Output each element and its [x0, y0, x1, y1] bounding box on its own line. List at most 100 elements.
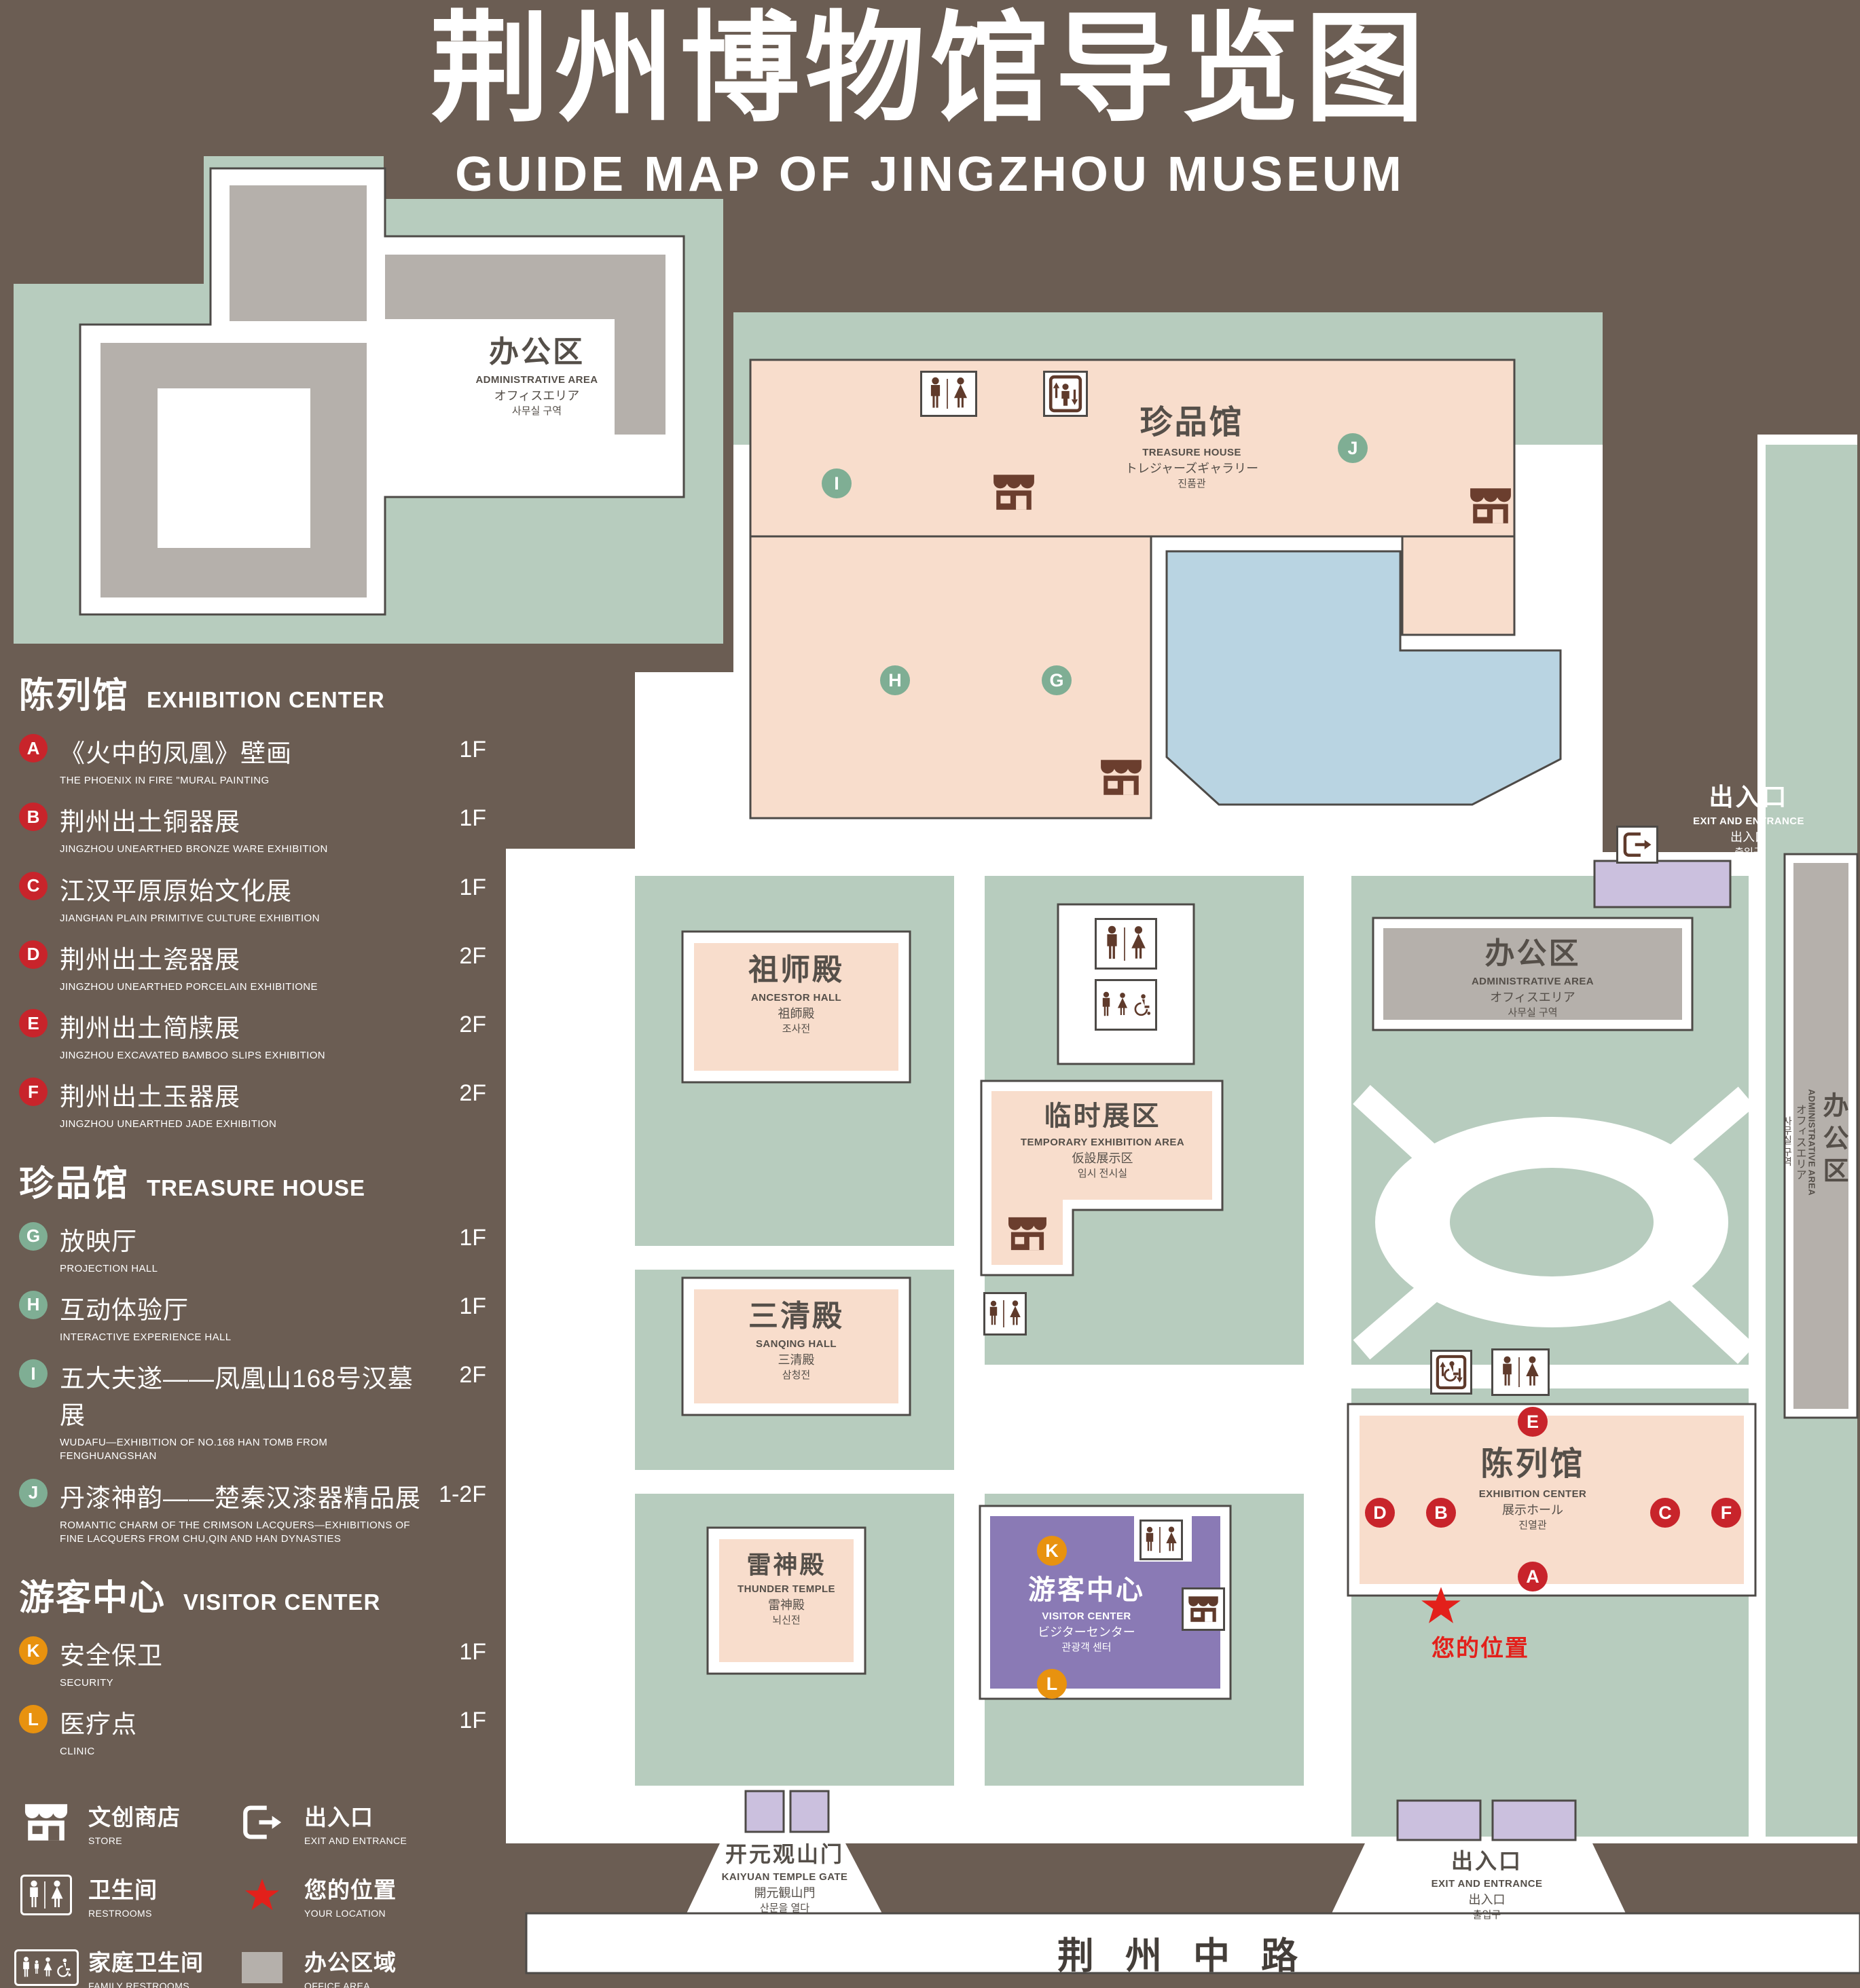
restroom-icon — [1491, 1348, 1550, 1396]
treasure-house-building — [749, 358, 1516, 820]
admin-top-label: 办公区 ADMINISTRATIVE AREA オフィスエリア 사무실 구역 — [475, 335, 598, 417]
temporary-hall — [991, 1091, 1212, 1265]
marker-d: D — [1365, 1498, 1395, 1528]
accessible-elevator-icon — [1430, 1350, 1472, 1395]
page-subtitle: GUIDE MAP OF JINGZHOU MUSEUM — [455, 147, 1405, 202]
marker-badge: A — [19, 734, 48, 762]
treasure-label: 珍品馆 TREASURE HOUSE トレジャーズギャラリー 진품관 — [1125, 405, 1259, 490]
marker-badge: F — [19, 1078, 48, 1107]
marker-b: B — [1426, 1498, 1456, 1528]
thunder-label: 雷神殿 THUNDER TEMPLE 雷神殿 뇌신전 — [737, 1551, 835, 1627]
exhibition-label: 陈列馆 EXHIBITION CENTER 展示ホール 진열관 — [1478, 1446, 1587, 1531]
your-location-star-icon — [1421, 1586, 1461, 1629]
exit-icon — [1616, 826, 1658, 864]
admin-mid-building — [1383, 928, 1682, 1020]
legend-item-l: L 医疗点 CLINIC 1F — [19, 1704, 503, 1759]
floor-badge: 1F — [459, 805, 486, 832]
marker-h: H — [880, 665, 910, 695]
floor-badge: 1F — [459, 1708, 486, 1734]
your-location-star-icon — [235, 1878, 289, 1912]
marker-badge: B — [19, 803, 48, 832]
restroom-icon — [983, 1292, 1027, 1336]
marker-l: L — [1037, 1669, 1067, 1699]
temporary-label: 临时展区 TEMPORARY EXHIBITION AREA 仮設展示区 임시 … — [1020, 1101, 1185, 1180]
legend-item-i: I 五大夫遂——凤凰山168号汉墓展 WUDAFU—EXHIBITION OF … — [19, 1358, 503, 1464]
family-restroom-icon — [14, 1949, 79, 1986]
store-icon — [19, 1802, 73, 1843]
restroom-icon — [1139, 1520, 1183, 1560]
legend-item-b: B 荆州出土铜器展 JINGZHOU UNEARTHED BRONZE WARE… — [19, 801, 503, 856]
pond — [1165, 550, 1562, 806]
admin-mid-label: 办公区 ADMINISTRATIVE AREA オフィスエリア 사무실 구역 — [1471, 937, 1594, 1018]
marker-badge: C — [19, 871, 48, 900]
admin-side-label: 办公区 ADMINISTRATIVE AREA オフィスエリア 사무실 구역 — [1782, 1088, 1847, 1196]
ancestor-label: 祖师殿 ANCESTOR HALL 祖師殿 조사전 — [748, 953, 844, 1035]
admin-side-building — [1793, 863, 1848, 1409]
marker-j: J — [1338, 433, 1368, 463]
store-icon — [1468, 486, 1513, 529]
marker-c: C — [1650, 1498, 1680, 1528]
marker-badge: K — [19, 1636, 48, 1665]
legend-section-heading: 陈列馆 EXHIBITION CENTER — [19, 676, 385, 716]
office-area-swatch — [235, 1952, 289, 1983]
legend-section-heading: 珍品馆 TREASURE HOUSE — [19, 1164, 366, 1204]
marker-badge: E — [19, 1009, 48, 1037]
exit-pad-1 — [1396, 1799, 1482, 1841]
restroom-icon — [1095, 918, 1157, 970]
legend-item-d: D 荆州出土瓷器展 JINGZHOU UNEARTHED PORCELAIN E… — [19, 939, 503, 994]
floor-badge: 2F — [459, 1012, 486, 1037]
garden-island — [1450, 1168, 1654, 1276]
legend-item-j: J 丹漆神韵——楚秦汉漆器精品展 ROMANTIC CHARM OF THE C… — [19, 1477, 503, 1547]
marker-e: E — [1518, 1407, 1548, 1437]
legend-section-heading: 游客中心 VISITOR CENTER — [19, 1579, 381, 1618]
floor-badge: 1F — [459, 737, 486, 762]
marker-a: A — [1518, 1562, 1548, 1591]
legend-restroom: 卫生间 RESTROOMS — [19, 1859, 235, 1932]
legend-item-c: C 江汉平原原始文化展 JIANGHAN PLAIN PRIMITIVE CUL… — [19, 870, 503, 925]
store-icon — [1099, 758, 1144, 800]
marker-g: G — [1042, 665, 1072, 695]
marker-badge: D — [19, 940, 48, 969]
sanqing-hall — [694, 1289, 898, 1403]
floor-badge: 1F — [459, 874, 486, 900]
store-icon — [991, 473, 1036, 515]
legend-item-e: E 荆州出土简牍展 JINGZHOU EXCAVATED BAMBOO SLIP… — [19, 1008, 503, 1063]
legend-your-location: 您的位置 YOUR LOCATION — [235, 1859, 500, 1932]
store-icon — [1006, 1215, 1048, 1255]
exit-pad-2 — [1491, 1799, 1577, 1841]
floor-badge: 1-2F — [439, 1481, 486, 1507]
marker-badge: I — [19, 1359, 48, 1388]
marker-f: F — [1711, 1498, 1741, 1528]
floor-badge: 2F — [459, 1080, 486, 1107]
sanqing-label: 三清殿 SANQING HALL 三清殿 삼청전 — [748, 1300, 844, 1381]
legend-exit: 出入口 EXIT AND ENTRANCE — [235, 1786, 500, 1859]
marker-badge: L — [19, 1705, 48, 1734]
admin-top-courtyard — [158, 388, 310, 548]
store-icon — [1182, 1587, 1225, 1631]
legend-sidebar: 陈列馆 EXHIBITION CENTER A 《火中的凤凰》壁画 THE PH… — [14, 667, 503, 1988]
legend-item-h: H 互动体验厅 INTERACTIVE EXPERIENCE HALL 1F — [19, 1289, 503, 1344]
icon-legend: 文创商店 STORE 卫生间 RESTROOMS 家庭卫生间 FAMILY RE… — [14, 1786, 503, 1988]
header: 荆州博物馆导览图 GUIDE MAP OF JINGZHOU MUSEUM — [0, 0, 1860, 202]
exit-ramp — [1331, 1843, 1626, 1915]
exhibition-center-building — [1360, 1416, 1744, 1584]
marker-i: I — [822, 468, 852, 498]
floor-badge: 1F — [459, 1639, 486, 1665]
legend-item-a: A 《火中的凤凰》壁画 THE PHOENIX IN FIRE "MURAL P… — [19, 733, 503, 788]
page-title: 荆州博物馆导览图 — [430, 3, 1430, 136]
floor-badge: 2F — [459, 1362, 486, 1388]
exit-icon — [235, 1804, 289, 1841]
legend-store: 文创商店 STORE — [19, 1786, 235, 1859]
road-label: 荆州中路 — [1057, 1936, 1329, 1976]
legend-item-f: F 荆州出土玉器展 JINGZHOU UNEARTHED JADE EXHIBI… — [19, 1076, 503, 1131]
gate-pad-2 — [789, 1790, 830, 1833]
restroom-icon — [920, 371, 977, 417]
floor-badge: 1F — [459, 1224, 486, 1251]
floor-badge: 2F — [459, 942, 486, 969]
marker-badge: J — [19, 1478, 48, 1507]
marker-k: K — [1037, 1536, 1067, 1566]
exit-bottom-label: 出入口 EXIT AND ENTRANCE 出入口 출입구 — [1431, 1849, 1543, 1921]
gate-ramp — [686, 1843, 883, 1915]
exit-right-label: 出入口 EXIT AND ENTRANCE 出入口 출입구 — [1693, 783, 1804, 859]
